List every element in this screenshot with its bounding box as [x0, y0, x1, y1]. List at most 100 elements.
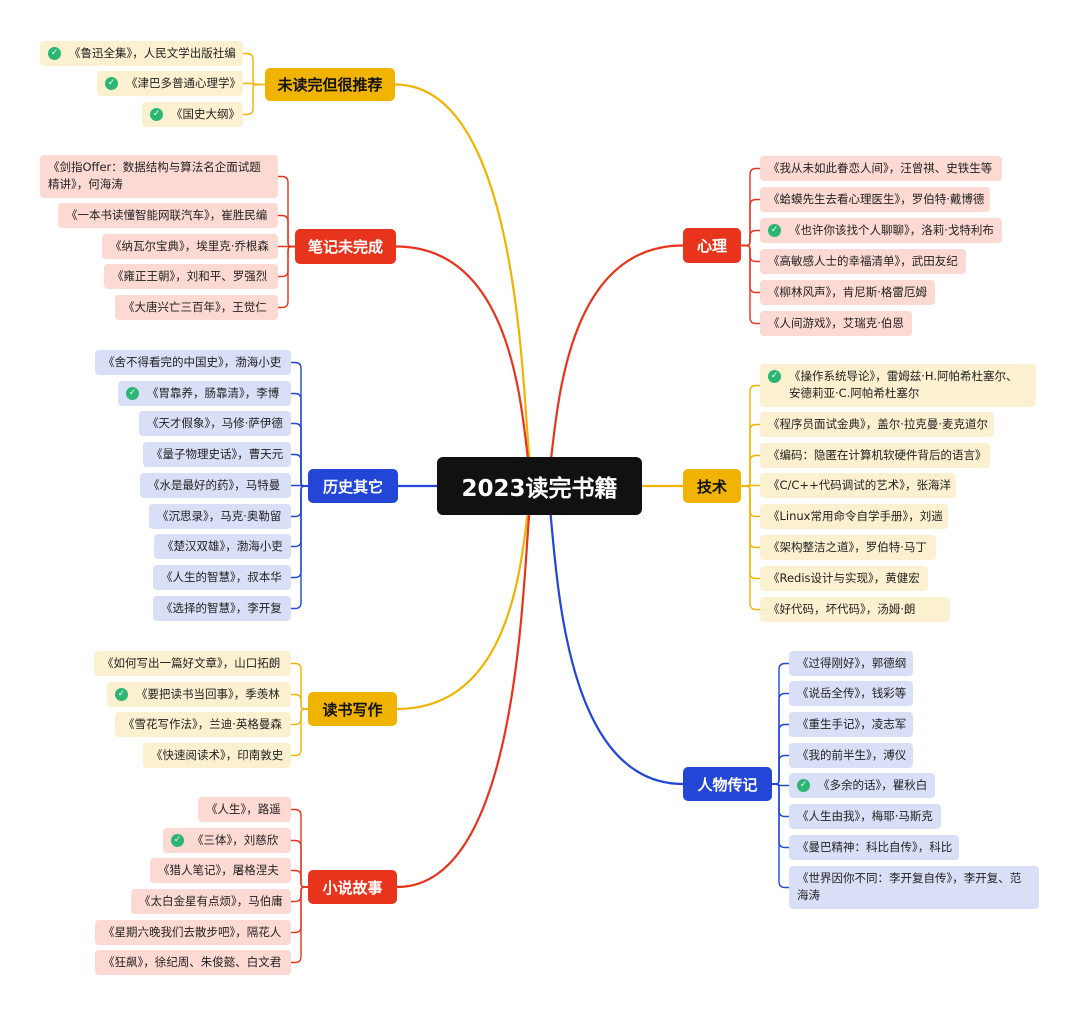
leaf-book[interactable]: 《如何写出一篇好文章》，山口拓朗: [94, 651, 291, 676]
leaf-book[interactable]: 《雪花写作法》，兰迪·英格曼森: [115, 712, 291, 737]
leaf-book[interactable]: ✓ 《鲁迅全集》，人民文学出版社编: [40, 41, 243, 66]
leaf-text: 《多余的话》，瞿秋白: [818, 778, 928, 792]
leaf-text: 《高敏感人士的幸福清单》，武田友纪: [768, 254, 958, 268]
leaf-book[interactable]: 《狂飙》，徐纪周、朱俊懿、白文君: [95, 950, 291, 975]
leaf-book[interactable]: 《沉思录》，马克·奥勒留: [149, 504, 291, 529]
leaf-book[interactable]: ✓《国史大纲》: [142, 102, 243, 127]
leaf-book[interactable]: 《C/C++代码调试的艺术》，张海洋: [760, 473, 956, 498]
central-topic[interactable]: 2023读完书籍: [437, 457, 642, 515]
leaf-book[interactable]: 《我从未如此眷恋人间》，汪曾祺、史铁生等: [760, 156, 1002, 181]
check-icon: ✓: [768, 370, 781, 383]
leaf-book[interactable]: 《世界因你不同：李开复自传》，李开复、范海涛: [789, 866, 1039, 909]
leaf-book[interactable]: 《水是最好的药》，马特曼: [140, 473, 291, 498]
leaf-book[interactable]: 《人生的智慧》，叔本华: [153, 565, 291, 590]
leaf-book[interactable]: ✓《也许你该找个人聊聊》，洛莉·戈特利布: [760, 218, 1002, 243]
leaf-text: 《人间游戏》，艾瑞克·伯恩: [768, 316, 904, 330]
leaf-book[interactable]: 《人间游戏》，艾瑞克·伯恩: [760, 311, 912, 336]
check-icon: ✓: [797, 779, 810, 792]
leaf-book[interactable]: 《量子物理史话》，曹天元: [143, 442, 291, 467]
leaf-book[interactable]: 《Redis设计与实现》，黄健宏: [760, 566, 928, 591]
leaf-book[interactable]: 《我的前半生》，溥仪: [789, 743, 913, 768]
leaf-book[interactable]: 《一本书读懂智能网联汽车》，崔胜民编: [58, 203, 278, 228]
branch-reading[interactable]: 读书写作: [308, 692, 397, 726]
leaf-book[interactable]: ✓ 《多余的话》，瞿秋白: [789, 773, 935, 798]
branch-bio[interactable]: 人物传记: [683, 767, 772, 801]
branch-tech[interactable]: 技术: [683, 469, 741, 503]
leaf-text: 《楚汉双雄》，渤海小吏: [162, 539, 283, 553]
leaf-book[interactable]: 《雍正王朝》，刘和平、罗强烈: [104, 264, 278, 289]
check-icon: ✓: [126, 387, 139, 400]
leaf-link: [770, 692, 790, 785]
leaf-text: 《鲁迅全集》，人民文学出版社编: [69, 46, 236, 60]
branch-history[interactable]: 历史其它: [308, 469, 398, 503]
leaf-book[interactable]: 《柳林风声》，肯尼斯·格雷厄姆: [760, 280, 935, 305]
leaf-link: [741, 384, 761, 487]
leaf-book[interactable]: 《说岳全传》，钱彩等: [789, 681, 913, 706]
leaf-link: [770, 783, 790, 849]
leaf-book[interactable]: 《人生由我》，梅耶·马斯克: [789, 804, 941, 829]
leaf-link: [242, 52, 262, 86]
leaf-text: 《三体》，刘慈欣: [192, 833, 279, 847]
leaf-text: 《国史大纲》: [171, 107, 240, 121]
leaf-book[interactable]: ✓《三体》，刘慈欣: [163, 828, 291, 853]
leaf-book[interactable]: 《舍不得看完的中国史》，渤海小吏: [95, 350, 291, 375]
check-icon: ✓: [768, 224, 781, 237]
leaf-book[interactable]: 《Linux常用命令自学手册》，刘遄: [760, 504, 948, 529]
leaf-link: [290, 839, 310, 888]
leaf-book[interactable]: 《星期六晚我们去散步吧》，隔花人: [95, 920, 291, 945]
check-icon: ✓: [48, 47, 61, 60]
leaf-text: 《人生由我》，梅耶·马斯克: [797, 809, 933, 823]
leaf-text: 《编码：隐匿在计算机软硬件背后的语言》: [768, 448, 987, 462]
connector-novel: [395, 484, 534, 889]
branch-novel[interactable]: 小说故事: [308, 870, 397, 904]
leaf-link: [290, 708, 310, 757]
leaf-link: [290, 808, 310, 888]
connector-reading: [395, 484, 534, 711]
leaf-book[interactable]: ✓《津巴多普通心理学》: [97, 71, 243, 96]
leaf-book[interactable]: 《快速阅读术》，印南敦史: [143, 743, 291, 768]
leaf-link: [290, 485, 310, 579]
leaf-link: [290, 662, 310, 710]
leaf-book[interactable]: 《太白金星有点烦》，马伯庸: [131, 889, 291, 914]
leaf-book[interactable]: ✓ 《操作系统导论》，雷姆兹·H.阿帕希杜塞尔、安德莉亚·C.阿帕希杜塞尔: [760, 364, 1036, 407]
leaf-text: 《程序员面试金典》，盖尔·拉克曼·麦克道尔: [768, 417, 989, 431]
leaf-link: [277, 175, 297, 248]
leaf-text: 《胃靠养，肠靠清》，李博: [147, 386, 280, 400]
leaf-book[interactable]: 《蛤蟆先生去看心理医生》，罗伯特·戴博德: [760, 187, 990, 212]
leaf-text: 《津巴多普通心理学》: [126, 76, 241, 90]
leaf-text: 《太白金星有点烦》，马伯庸: [139, 894, 283, 908]
leaf-book[interactable]: 《天才假象》，马修·萨伊德: [139, 411, 291, 436]
branch-psych[interactable]: 心理: [683, 228, 741, 263]
leaf-text: 《天才假象》，马修·萨伊德: [147, 416, 283, 430]
leaf-link: [290, 886, 310, 934]
leaf-book[interactable]: 《重生手记》，凌志军: [789, 712, 913, 737]
check-icon: ✓: [115, 688, 128, 701]
leaf-link: [741, 244, 761, 263]
leaf-book[interactable]: 《曼巴精神：科比自传》，科比: [789, 835, 959, 860]
leaf-book[interactable]: ✓《要把读书当回事》，季羡林: [107, 682, 291, 707]
leaf-book[interactable]: 《好代码，坏代码》，汤姆·朗: [760, 597, 950, 622]
leaf-book[interactable]: 《人生》，路遥: [198, 797, 291, 822]
leaf-book[interactable]: 《编码：隐匿在计算机软硬件背后的语言》: [760, 443, 990, 468]
leaf-book[interactable]: 《高敏感人士的幸福清单》，武田友纪: [760, 249, 966, 274]
leaf-book[interactable]: 《猎人笔记》，屠格涅夫: [150, 858, 291, 883]
leaf-text: 《快速阅读术》，印南敦史: [151, 748, 284, 762]
branch-unfinished[interactable]: 未读完但很推荐: [265, 68, 395, 101]
leaf-book[interactable]: 《大唐兴亡三百年》，王觉仁: [115, 295, 278, 320]
leaf-text: 《我的前半生》，溥仪: [797, 748, 907, 762]
leaf-book[interactable]: 《楚汉双雄》，渤海小吏: [154, 534, 291, 559]
leaf-book[interactable]: 《过得刚好》，郭德纲: [789, 651, 913, 676]
leaf-book[interactable]: 《剑指Offer：数据结构与算法名企面试题精讲》，何海涛: [40, 155, 278, 198]
leaf-book[interactable]: 《纳瓦尔宝典》，埃里克·乔根森: [102, 234, 278, 259]
leaf-book[interactable]: 《程序员面试金典》，盖尔·拉克曼·麦克道尔: [760, 412, 994, 437]
leaf-book[interactable]: 《架构整洁之道》，罗伯特·马丁: [760, 535, 936, 560]
leaf-link: [770, 662, 790, 785]
leaf-link: [741, 244, 761, 325]
leaf-link: [290, 485, 310, 610]
leaf-link: [290, 693, 310, 710]
leaf-book[interactable]: ✓ 《胃靠养，肠靠清》，李博: [118, 381, 291, 406]
leaf-book[interactable]: 《选择的智慧》，李开复: [153, 596, 291, 621]
branch-notes[interactable]: 笔记未完成: [295, 229, 396, 264]
leaf-text: 《操作系统导论》，雷姆兹·H.阿帕希杜塞尔、安德莉亚·C.阿帕希杜塞尔: [789, 369, 1018, 400]
leaf-text: 《人生的智慧》，叔本华: [161, 570, 282, 584]
